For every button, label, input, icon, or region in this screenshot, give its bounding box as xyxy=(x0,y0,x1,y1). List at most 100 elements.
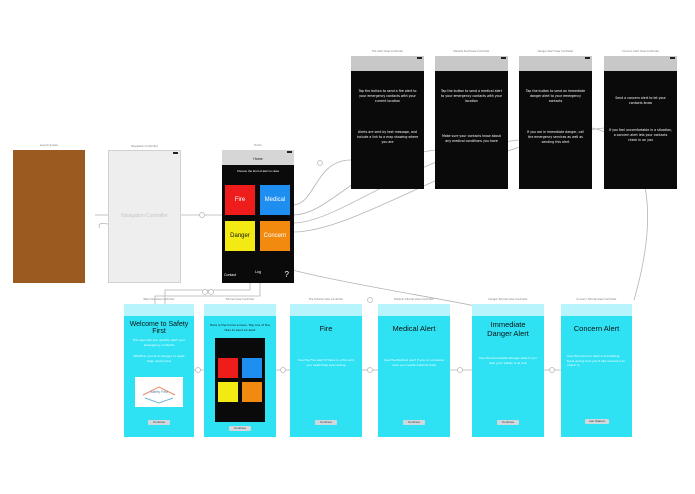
continue-button[interactable]: Continue xyxy=(497,420,519,425)
nav-bar: Home xyxy=(222,150,294,165)
tutorial-home-scene[interactable]: Tutorial View Controller Here is the hom… xyxy=(204,298,276,437)
tutorial-heading: Medical Alert xyxy=(392,324,436,333)
alert-text-secondary: If you feel uncomfortable in a situation… xyxy=(609,128,672,142)
scene-title: Tutorial View Controller xyxy=(225,298,255,301)
continue-button[interactable]: Continue xyxy=(403,420,425,425)
danger-tutorial-scene[interactable]: Danger Tutorial View Controller Immediat… xyxy=(472,298,544,437)
header-bar xyxy=(124,304,194,316)
scene-title: Concern Alert View Controller xyxy=(622,50,659,53)
welcome-text-2: Whether you're in danger or need help, w… xyxy=(133,354,185,363)
scene-title: Medical Tutorial View Controller xyxy=(394,298,434,301)
alert-text-secondary: Alerts are sent by text message, and inc… xyxy=(356,130,419,144)
concern-alert-scene[interactable]: Concern Alert View Controller Send a con… xyxy=(604,50,677,189)
scene-title: Fire Tutorial View Controller xyxy=(308,298,344,301)
header-bar xyxy=(204,304,276,316)
battery-icon xyxy=(417,56,422,59)
battery-icon xyxy=(287,150,292,153)
scene-title: Home xyxy=(254,144,262,147)
tutorial-heading: Fire xyxy=(319,324,333,333)
scene-title: Concern Tutorial View Controller xyxy=(576,298,617,301)
home-preview-image xyxy=(215,338,265,422)
fire-tile-button[interactable]: Fire xyxy=(225,185,255,215)
tutorial-text: Use the Fire alert if there is a fire an… xyxy=(298,358,354,367)
alert-text-primary: Tap the button to send a fire alert to y… xyxy=(358,89,417,103)
welcome-scene[interactable]: Welcome View Controller Welcome to Safet… xyxy=(124,298,194,437)
tutorial-text: Use the Concern alert if something feels… xyxy=(567,354,625,367)
segue-node xyxy=(317,160,323,166)
segue-node xyxy=(367,367,373,373)
tutorial-text: Use the Immediate Danger alert if you fe… xyxy=(479,356,537,365)
header-bar xyxy=(561,304,632,316)
scene-title: Medical Alert View Controller xyxy=(453,50,490,53)
welcome-text: This app lets you quickly alert your eme… xyxy=(132,338,186,347)
medical-tile-button[interactable]: Medical xyxy=(260,185,290,215)
alert-text-primary: Tap the button to send an immediate dang… xyxy=(525,89,586,103)
segue-node xyxy=(208,289,214,295)
segue-node xyxy=(195,367,201,373)
scene-title: Welcome View Controller xyxy=(143,298,175,301)
tutorial-heading: Concern Alert xyxy=(573,324,620,333)
scene-title: Launch Screen xyxy=(39,144,59,147)
nav-bar xyxy=(604,56,677,71)
battery-icon xyxy=(670,56,675,59)
tutorial-text: Here is the home screen. Tap one of the … xyxy=(210,323,270,332)
logo-mark-icon xyxy=(142,386,176,404)
segue-node xyxy=(280,367,286,373)
launch-screen[interactable]: Launch Screen xyxy=(13,144,85,283)
scene-title: Navigation Controller xyxy=(131,145,158,148)
contact-button[interactable]: Contact xyxy=(224,273,237,277)
segue-node xyxy=(457,367,463,373)
continue-button[interactable]: Continue xyxy=(229,426,251,431)
alert-text-primary: Send a concern alert to let your contact… xyxy=(615,96,666,105)
tutorial-text: Use the Medical alert if you or someone … xyxy=(384,358,444,367)
status-bar xyxy=(109,151,180,154)
navigation-controller-scene[interactable]: Navigation Controller Navigation Control… xyxy=(108,145,181,283)
log-button[interactable]: Log xyxy=(255,270,261,274)
fire-tutorial-scene[interactable]: Fire Tutorial View Controller Fire Use t… xyxy=(290,298,362,437)
nav-bar xyxy=(351,56,424,71)
scene-title: Danger Alert View Controller xyxy=(537,50,574,53)
segue-home-to-tutorial-2 xyxy=(164,282,251,304)
fire-alert-scene[interactable]: Fire Alert View Controller Tap the butto… xyxy=(351,50,424,189)
welcome-heading: Welcome to Safety First xyxy=(129,321,189,335)
battery-icon xyxy=(585,56,590,59)
scene-title: Fire Alert View Controller xyxy=(371,50,404,53)
segue-node xyxy=(549,367,555,373)
segue-root-loop xyxy=(98,223,109,229)
home-scene[interactable]: Home Home Choose the kind of alert to ra… xyxy=(222,144,294,283)
alert-text-secondary: Make sure your contacts know about any m… xyxy=(442,134,501,143)
preview-concern-tile xyxy=(242,382,262,402)
navigation-controller-label: Navigation Controller xyxy=(121,213,168,219)
preview-danger-tile xyxy=(218,382,238,402)
nav-title: Home xyxy=(253,157,263,161)
preview-medical-tile xyxy=(242,358,262,378)
safety-first-logo: Safety First xyxy=(135,377,183,407)
alert-text-secondary: If you are in immediate danger, call the… xyxy=(527,130,584,144)
nav-bar xyxy=(435,56,508,71)
get-started-button[interactable]: Get Started xyxy=(585,419,609,424)
concern-tile-button[interactable]: Concern xyxy=(260,221,290,251)
segue-node xyxy=(202,289,208,295)
header-bar xyxy=(472,304,544,316)
continue-button[interactable]: Continue xyxy=(148,420,170,425)
segue-node xyxy=(199,212,205,218)
medical-alert-scene[interactable]: Medical Alert View Controller Tap the bu… xyxy=(435,50,508,189)
segue-home-to-fire xyxy=(292,159,352,206)
nav-bar xyxy=(519,56,592,71)
logo-text: Safety First xyxy=(150,390,168,394)
battery-icon xyxy=(501,56,506,59)
header-bar xyxy=(290,304,362,316)
alert-text-primary: Tap the button to send a medical alert t… xyxy=(441,89,502,103)
danger-alert-scene[interactable]: Danger Alert View Controller Tap the but… xyxy=(519,50,592,189)
help-button[interactable]: ? xyxy=(284,270,289,279)
danger-tile-button[interactable]: Danger xyxy=(225,221,255,251)
home-subtitle: Choose the kind of alert to raise xyxy=(236,169,280,173)
medical-tutorial-scene[interactable]: Medical Tutorial View Controller Medical… xyxy=(378,298,450,437)
tutorial-heading: Immediate Danger Alert xyxy=(487,320,529,338)
segue-home-to-tutorial xyxy=(154,282,261,304)
preview-fire-tile xyxy=(218,358,238,378)
scene-title: Danger Tutorial View Controller xyxy=(488,298,528,301)
concern-tutorial-scene[interactable]: Concern Tutorial View Controller Concern… xyxy=(561,298,632,437)
continue-button[interactable]: Continue xyxy=(315,420,337,425)
header-bar xyxy=(378,304,450,316)
